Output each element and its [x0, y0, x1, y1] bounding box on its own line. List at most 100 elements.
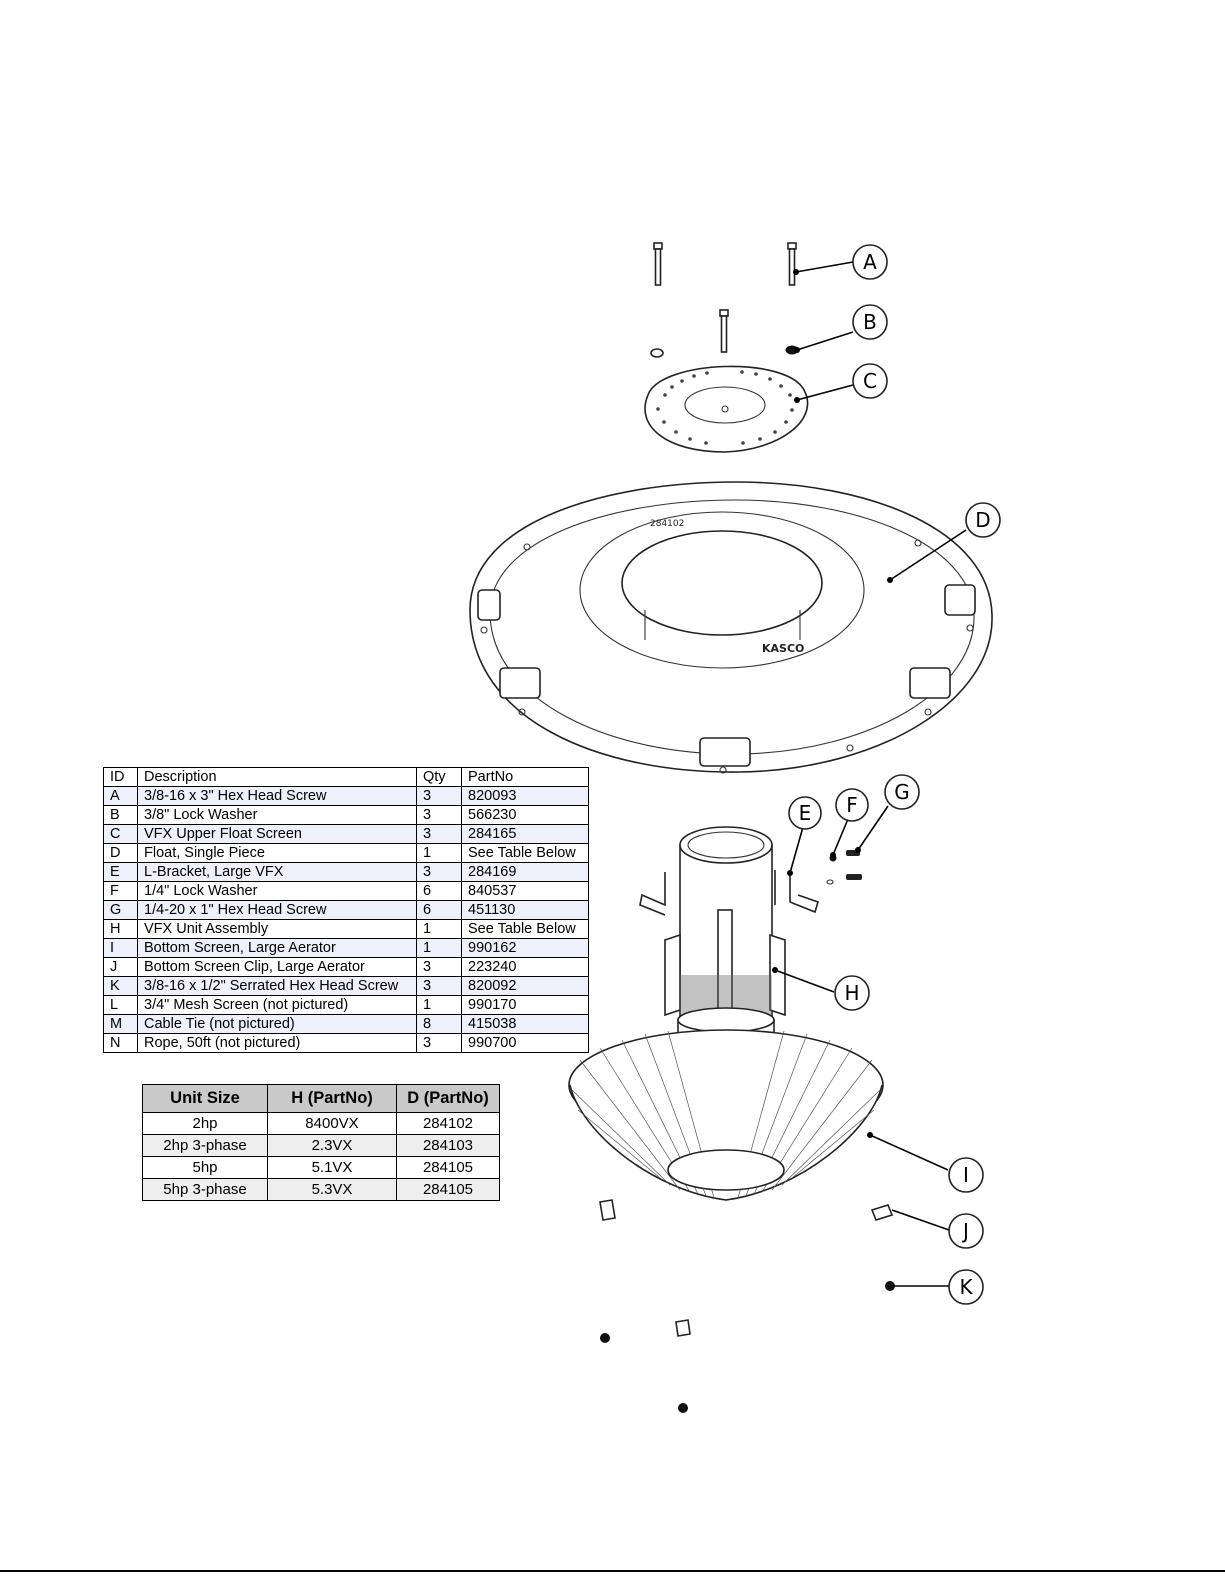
parts-table-cell: Float, Single Piece [137, 843, 417, 863]
parts-table-cell: 3 [416, 805, 462, 825]
parts-table-cell: 1/4" Lock Washer [137, 881, 417, 901]
callout-d: D [965, 502, 1001, 538]
svg-text:J: J [961, 1219, 969, 1243]
parts-table-cell: See Table Below [461, 919, 589, 939]
unit-table-header-cell: D (PartNo) [396, 1084, 500, 1113]
parts-table-cell: 284169 [461, 862, 589, 882]
parts-table-cell: 1 [416, 938, 462, 958]
hex-head-screws [653, 242, 797, 353]
svg-text:A: A [863, 250, 877, 274]
serrated-hex-screws [600, 1281, 895, 1413]
parts-table-cell: I [103, 938, 138, 958]
parts-table-cell: J [103, 957, 138, 977]
bottom-screen-clips [599, 1199, 894, 1337]
parts-table-cell: 223240 [461, 957, 589, 977]
parts-table-cell: 6 [416, 881, 462, 901]
parts-table-cell: Bottom Screen Clip, Large Aerator [137, 957, 417, 977]
parts-table-cell: Cable Tie (not pictured) [137, 1014, 417, 1034]
parts-table-cell: 3 [416, 976, 462, 996]
callout-j: J [948, 1213, 984, 1249]
callout-h: H [834, 975, 870, 1011]
parts-table-cell: 3 [416, 1033, 462, 1053]
parts-table-cell: 1 [416, 995, 462, 1015]
parts-table-cell: 6 [416, 900, 462, 920]
svg-text:F: F [846, 793, 858, 817]
unit-table-cell: 2hp [142, 1112, 268, 1135]
callout-i: I [948, 1157, 984, 1193]
callout-e: E [788, 796, 822, 830]
parts-table-cell: 840537 [461, 881, 589, 901]
unit-table-cell: 5.1VX [267, 1156, 397, 1179]
parts-table-cell: VFX Upper Float Screen [137, 824, 417, 844]
parts-table-cell: 1 [416, 843, 462, 863]
unit-table-cell: 5.3VX [267, 1178, 397, 1201]
parts-table-header-cell: PartNo [461, 767, 589, 787]
bottom-screen [568, 1029, 884, 1201]
unit-table-cell: 284105 [396, 1156, 500, 1179]
parts-table-cell: See Table Below [461, 843, 589, 863]
parts-table-cell: 990700 [461, 1033, 589, 1053]
unit-table-header-cell: Unit Size [142, 1084, 268, 1113]
parts-table-cell: A [103, 786, 138, 806]
svg-text:C: C [863, 369, 877, 393]
unit-table-cell: 8400VX [267, 1112, 397, 1135]
svg-text:B: B [863, 310, 877, 334]
page-bottom-rule [0, 1570, 1225, 1572]
parts-table-cell: Rope, 50ft (not pictured) [137, 1033, 417, 1053]
callout-f: F [835, 788, 869, 822]
unit-table-cell: 5hp [142, 1156, 268, 1179]
parts-table-cell: E [103, 862, 138, 882]
parts-table-cell: 451130 [461, 900, 589, 920]
float-single-piece: 284102 KASCO [469, 481, 993, 774]
svg-text:E: E [799, 801, 812, 825]
parts-table-cell: 3 [416, 957, 462, 977]
parts-table-cell: L [103, 995, 138, 1015]
svg-text:D: D [975, 508, 990, 532]
unit-table-header-cell: H (PartNo) [267, 1084, 397, 1113]
upper-float-screen [644, 365, 809, 453]
callout-k: K [948, 1269, 984, 1305]
callout-c: C [852, 363, 888, 399]
svg-text:I: I [963, 1163, 969, 1187]
parts-table-cell: M [103, 1014, 138, 1034]
parts-table-header-cell: Qty [416, 767, 462, 787]
unit-table-cell: 2.3VX [267, 1134, 397, 1157]
parts-table-cell: H [103, 919, 138, 939]
parts-table-cell: L-Bracket, Large VFX [137, 862, 417, 882]
parts-table-cell: 3 [416, 824, 462, 844]
parts-table-cell: 3/4" Mesh Screen (not pictured) [137, 995, 417, 1015]
parts-table-cell: 8 [416, 1014, 462, 1034]
parts-table-cell: K [103, 976, 138, 996]
parts-table-cell: 820092 [461, 976, 589, 996]
parts-table-cell: 3 [416, 862, 462, 882]
callout-a: A [852, 244, 888, 280]
parts-table-cell: 3/8-16 x 3" Hex Head Screw [137, 786, 417, 806]
callout-g: G [884, 774, 920, 810]
parts-table-cell: 820093 [461, 786, 589, 806]
unit-table-cell: 5hp 3-phase [142, 1178, 268, 1201]
parts-table-cell: 284165 [461, 824, 589, 844]
parts-table-cell: D [103, 843, 138, 863]
unit-table-cell: 284103 [396, 1134, 500, 1157]
l-brackets [639, 870, 819, 916]
unit-table-cell: 284102 [396, 1112, 500, 1135]
parts-table-header-cell: Description [137, 767, 417, 787]
